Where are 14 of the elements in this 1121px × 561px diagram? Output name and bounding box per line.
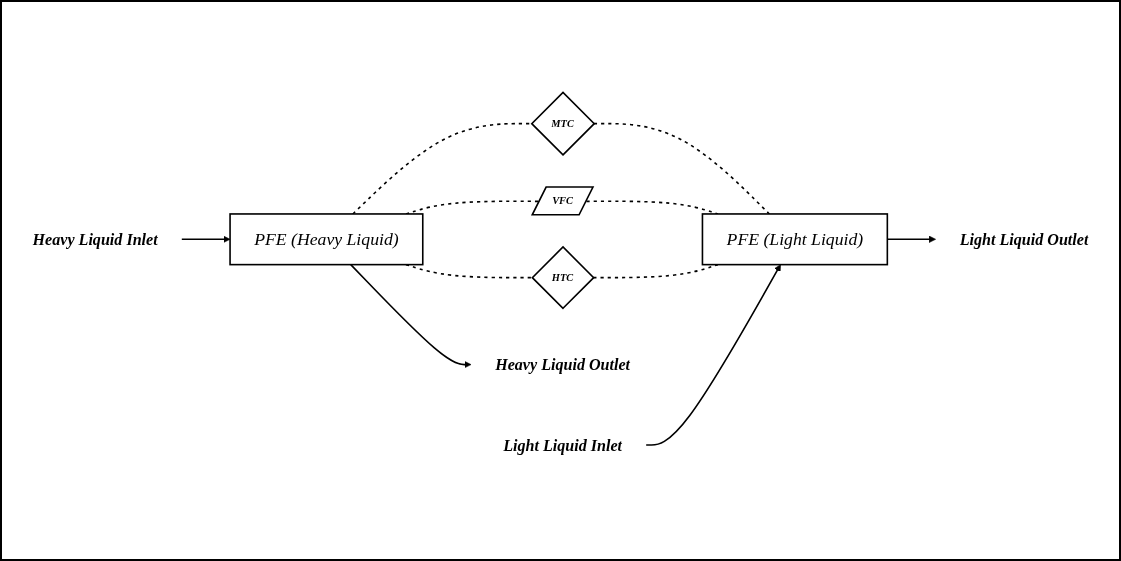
arrow: [645, 264, 781, 446]
node-text: Light Liquid Outlet: [959, 230, 1089, 248]
node-box: PFE (Heavy Liquid): [229, 212, 424, 266]
arrow: [181, 235, 231, 243]
connector: [592, 263, 719, 279]
connector: [593, 122, 771, 215]
node-diamond: HTC: [531, 245, 595, 310]
node-box: PFE (Light Liquid): [701, 212, 889, 266]
node-diamond: MTC: [530, 91, 596, 156]
connector: [405, 263, 533, 279]
node-text: Heavy Liquid Inlet: [32, 230, 158, 248]
node-text: Light Liquid Inlet: [503, 435, 623, 454]
arrow: [349, 263, 472, 368]
node-text: Heavy Liquid Outlet: [495, 355, 631, 374]
